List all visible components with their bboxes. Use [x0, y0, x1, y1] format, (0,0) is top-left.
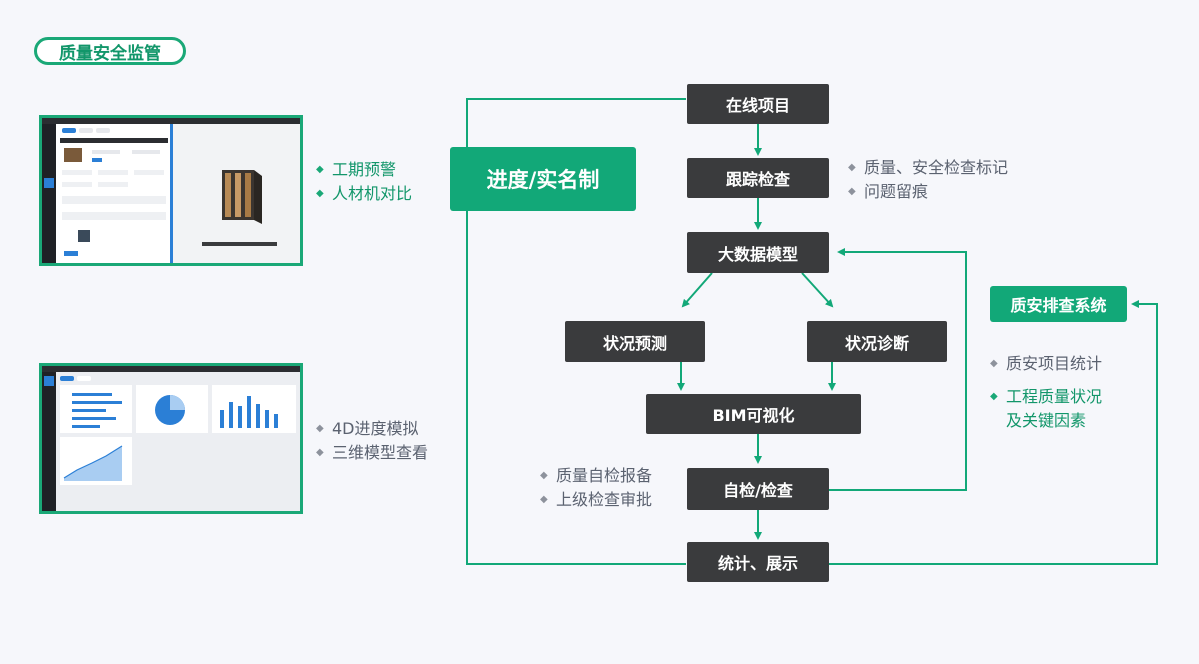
self-check-box: 自检/检查 — [687, 468, 829, 510]
app-screenshot-model-view — [39, 115, 303, 266]
top-bullet-list: ◆ 工期预警 ◆ 人材机对比 — [316, 158, 412, 206]
note-item: 质安项目统计 — [1006, 354, 1103, 373]
diamond-icon: ◆ — [316, 423, 324, 434]
note-item: 问题留痕 — [864, 182, 929, 201]
diamond-icon: ◆ — [540, 494, 548, 505]
stats-display-box: 统计、展示 — [687, 542, 829, 582]
bottom-bullet-list: ◆ 4D进度模拟 ◆ 三维模型查看 — [316, 417, 428, 465]
app-screenshot-dashboard — [39, 363, 303, 514]
progress-realname-box: 进度/实名制 — [450, 147, 636, 211]
diamond-icon: ◆ — [316, 447, 324, 458]
model-view-thumbnail — [42, 118, 300, 263]
dashboard-thumbnail — [42, 366, 300, 511]
big-data-model-box: 大数据模型 — [687, 232, 829, 273]
quality-system-box: 质安排查系统 — [990, 286, 1127, 322]
diamond-icon: ◆ — [990, 391, 998, 402]
note-item: 上级检查审批 — [556, 490, 653, 509]
section-title: 质量安全监管 — [34, 37, 186, 65]
diamond-icon: ◆ — [848, 162, 856, 173]
diamond-icon: ◆ — [848, 186, 856, 197]
bullet-item: 4D进度模拟 — [332, 419, 419, 438]
status-diagnose-box: 状况诊断 — [807, 321, 947, 362]
diamond-icon: ◆ — [990, 358, 998, 369]
note-item: 工程质量状况 及关键因素 — [1006, 387, 1103, 430]
bullet-item: 三维模型查看 — [332, 443, 429, 462]
diamond-icon: ◆ — [540, 470, 548, 481]
self-check-notes: ◆ 质量自检报备 ◆ 上级检查审批 — [540, 464, 652, 512]
status-predict-box: 状况预测 — [565, 321, 705, 362]
bullet-item: 人材机对比 — [332, 184, 413, 203]
bullet-item: 工期预警 — [332, 160, 397, 179]
tracking-notes: ◆ 质量、安全检查标记 ◆ 问题留痕 — [848, 156, 1008, 204]
diamond-icon: ◆ — [316, 164, 324, 175]
online-project-box: 在线项目 — [687, 84, 829, 124]
tracking-check-box: 跟踪检查 — [687, 158, 829, 198]
note-item: 质量自检报备 — [556, 466, 653, 485]
bim-visual-box: BIM可视化 — [646, 394, 861, 434]
diamond-icon: ◆ — [316, 188, 324, 199]
quality-notes: ◆ 质安项目统计 ◆ 工程质量状况 及关键因素 — [990, 352, 1102, 433]
note-item: 质量、安全检查标记 — [864, 158, 1009, 177]
